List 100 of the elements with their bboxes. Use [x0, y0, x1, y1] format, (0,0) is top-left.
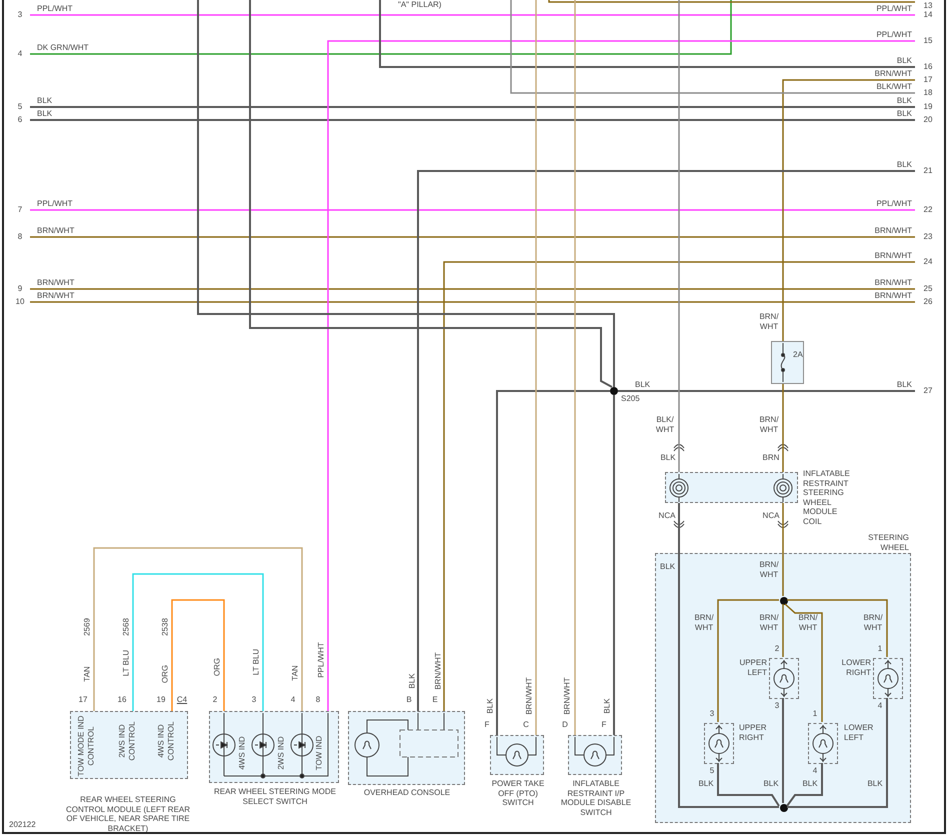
wire-end-number: 23 [915, 231, 941, 243]
wire [784, 603, 823, 722]
wire [548, 0, 915, 3]
splice-label: S205 [621, 394, 640, 404]
wire-color-label: BLK [698, 779, 714, 788]
wire [510, 0, 915, 94]
wire [30, 0, 732, 55]
wire-color-label: BLK [602, 698, 612, 714]
wire [30, 288, 915, 290]
wire-end-number: 19 [915, 101, 941, 113]
wire-end-number: 16 [915, 61, 941, 73]
wire-color-label: BRN/ WHT [863, 613, 883, 632]
pin-label: 8 [316, 695, 320, 704]
wire-end-number: 3 [10, 9, 30, 21]
wire-end-number: 7 [10, 204, 30, 216]
wire-end-number: 4 [10, 48, 30, 60]
wire-end-number: 18 [915, 87, 941, 99]
wire [782, 384, 784, 472]
wire [30, 301, 915, 303]
wire-color-label: BRN/WHT [874, 291, 912, 300]
wire-color-label: BRN/ WHT [759, 415, 779, 434]
pin-label: 3 [710, 709, 714, 718]
pin-label: E [432, 695, 438, 704]
pin-label: 2 [774, 644, 780, 654]
wire-end-number: 20 [915, 114, 941, 126]
wire-color-label: BLK [660, 562, 676, 572]
wire-color-label: NCA [658, 511, 676, 520]
wire [618, 390, 915, 392]
pin-label: 4 [812, 766, 818, 776]
wire-color-label: TAN [290, 665, 300, 681]
circuit-number: 2569 [82, 618, 92, 636]
wire-end-number: 27 [915, 385, 941, 397]
wire-end-number: 17 [915, 74, 941, 86]
component-label: OVERHEAD CONSOLE [362, 788, 452, 798]
wire-color-label: BRN [762, 453, 780, 462]
wire-color-label: PPL/WHT [876, 199, 912, 208]
wire [717, 599, 779, 722]
wire [787, 599, 888, 657]
wire-color-label: LT BLU [121, 650, 131, 676]
wire-color-label: LT BLU [251, 648, 261, 676]
pin-label: 1 [878, 644, 882, 654]
wire-end-number: 9 [10, 283, 30, 295]
wire-color-label: BLK [763, 779, 779, 788]
wire [30, 119, 915, 121]
wire-color-label: BRN/ WHT [759, 312, 779, 331]
wire-color-label: BLK/WHT [876, 82, 912, 92]
circuit-number: 2538 [160, 618, 170, 636]
wire-color-label: BLK/ WHT [656, 415, 674, 434]
pin-label: 2 [212, 695, 218, 704]
component-label: LOWER LEFT [844, 723, 874, 742]
wire [30, 14, 915, 16]
wire [535, 0, 537, 735]
wire [574, 0, 576, 735]
wire-color-label: ORG [160, 664, 170, 684]
wire-end-number: 25 [915, 283, 941, 295]
wire-end-number: 13 [915, 0, 941, 12]
wire [496, 390, 610, 735]
wire [132, 573, 264, 711]
pin-label: 3 [774, 701, 780, 710]
wire [782, 604, 784, 657]
pin-label: 4 [290, 695, 296, 704]
wire [613, 395, 615, 735]
wire-color-label: BLK [407, 673, 417, 689]
wire-color-label: BLK [896, 160, 912, 170]
pin-label: C [523, 720, 529, 730]
pin-label: 16 [118, 695, 126, 704]
wire-color-label: BLK [37, 109, 52, 118]
wire [379, 0, 915, 68]
pin-label: D [562, 720, 568, 730]
wire-end-number: 15 [915, 35, 941, 47]
diagram-id: 202122 [9, 820, 36, 830]
splice-dot [780, 597, 788, 605]
wire-color-label: BLK [896, 96, 912, 106]
wire-end-number: 24 [915, 256, 941, 268]
function-label: TOW IND [314, 736, 324, 770]
wire-color-label: BRN/WHT [874, 226, 912, 236]
wire-color-label: BLK [896, 56, 912, 66]
wire-end-number: 14 [915, 9, 941, 21]
wire-end-number: 22 [915, 204, 941, 216]
wire-color-label: BRN/WHT [433, 652, 443, 690]
wire-color-label: PPL/WHT [316, 642, 326, 678]
wire-color-label: BLK [896, 109, 912, 118]
wire [782, 503, 784, 596]
wire-color-label: BRN/ WHT [759, 560, 779, 579]
wire-end-number: 5 [10, 101, 30, 113]
wire-color-label: BLK [635, 380, 650, 390]
wire [30, 236, 915, 238]
wire-color-label: DK GRN/WHT [37, 43, 89, 52]
pin-label: 3 [252, 695, 256, 704]
wire-color-label: BLK [896, 380, 912, 390]
splice-dot [780, 804, 788, 812]
wire-color-label: BLK [37, 96, 52, 106]
wire [782, 698, 784, 803]
wire [30, 209, 915, 211]
wire [171, 599, 225, 711]
component-label: INFLATABLE RESTRAINT STEERING WHEEL MODULE COIL [803, 469, 850, 526]
wire-end-number: 6 [10, 114, 30, 126]
wire-color-label: BRN/WHT [37, 291, 74, 300]
component-label: LOWER RIGHT [842, 658, 871, 677]
wire [678, 503, 779, 808]
